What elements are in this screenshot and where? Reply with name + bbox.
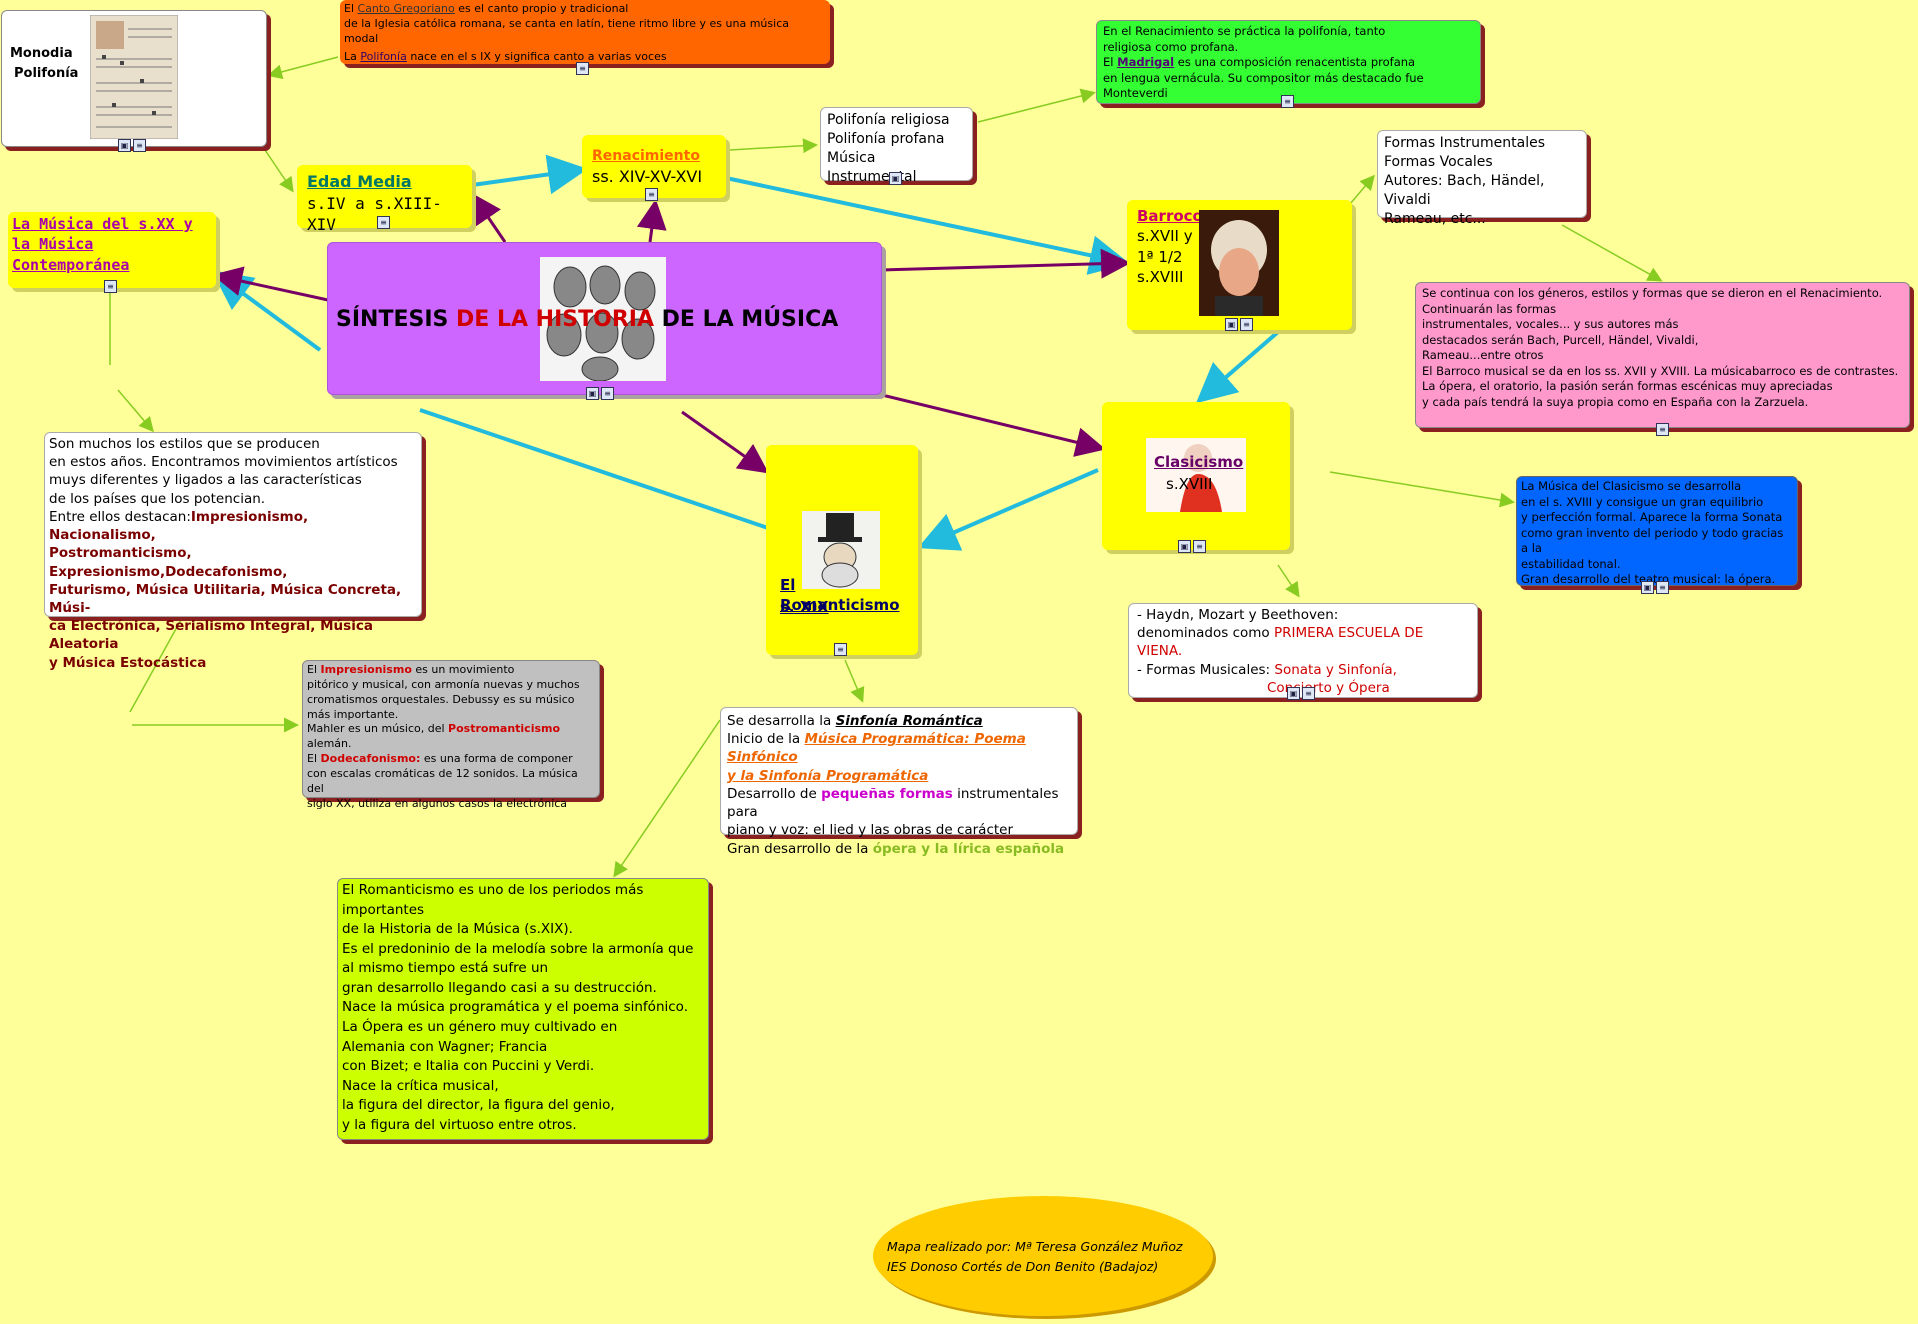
arrow-edad-to-renac [472, 170, 580, 185]
bach-portrait-image [1199, 210, 1279, 316]
arrow-central-to-clasic [882, 395, 1100, 448]
image-icon[interactable]: ▣ [1287, 687, 1300, 700]
renacimiento-title[interactable]: Renacimiento [592, 147, 716, 166]
image-icon[interactable]: ▣ [1641, 581, 1654, 594]
monodia-label: Monodia [10, 45, 73, 63]
romanticismo-node[interactable]: El Romanticismo s. XIX ≡ [766, 445, 918, 655]
sxx-title-line1[interactable]: La Música del s.XX y [12, 214, 212, 234]
clasicismo-node[interactable]: Clasicismo s.XVIII ▣≡ [1102, 402, 1290, 550]
credits-ellipse: Mapa realizado por: Mª Teresa González M… [873, 1196, 1213, 1316]
image-icon[interactable]: ▣ [118, 139, 131, 152]
romanticismo-dates: s. XIX [780, 597, 829, 617]
barroco-note[interactable]: Se continua con los géneros, estilos y f… [1415, 282, 1910, 428]
list-item: Formas Vocales [1384, 153, 1580, 172]
polifonia-list-node[interactable]: Polifonía religiosa Polifonía profana Mú… [820, 107, 973, 181]
gregorian-manuscript-image [90, 15, 178, 139]
sxx-title-line2[interactable]: la Música Contemporánea [12, 234, 212, 275]
estilos-node[interactable]: Son muchos los estilos que se producen e… [44, 432, 422, 617]
note-icon[interactable]: ≡ [104, 280, 117, 293]
list-item: Formas Instrumentales [1384, 134, 1580, 153]
list-item: Polifonía religiosa [827, 111, 966, 130]
clasicismo-note[interactable]: La Música del Clasicismo se desarrolla e… [1516, 476, 1798, 586]
sinfonia-node[interactable]: Se desarrolla la Sinfonía Romántica Inic… [720, 707, 1078, 835]
edad-media-dates: s.IV a s.XIII-XIV [307, 193, 462, 236]
note-icon[interactable]: ≡ [601, 387, 614, 400]
note-icon[interactable]: ≡ [1656, 581, 1669, 594]
impresionismo-note[interactable]: El Impresionismo es un movimiento pitóri… [302, 660, 600, 798]
arrow-central-to-renac [650, 205, 655, 242]
formas-node[interactable]: Formas Instrumentales Formas Vocales Aut… [1377, 130, 1587, 218]
central-title: SÍNTESIS DE LA HISTORIA DE LA MÚSICA [336, 305, 838, 335]
sxx-node[interactable]: La Música del s.XX y la Música Contempor… [8, 212, 216, 288]
arrow-clasic-to-romant [925, 470, 1098, 545]
arrow-central-to-romant [682, 412, 764, 470]
credits-school: IES Donoso Cortés de Don Benito (Badajoz… [887, 1258, 1158, 1277]
note-icon[interactable]: ≡ [1240, 318, 1253, 331]
renacimiento-node[interactable]: Renacimiento ss. XIV-XV-XVI ≡ [582, 135, 726, 198]
arrow-barroco-to-clasic [1202, 332, 1278, 398]
haydn-node[interactable]: - Haydn, Mozart y Beethoven: denominados… [1128, 603, 1478, 698]
arrow-romant-to-sxx [420, 410, 768, 528]
note-icon[interactable]: ≡ [1193, 540, 1206, 553]
clasicismo-title[interactable]: Clasicismo [1154, 452, 1243, 472]
note-icon[interactable]: ≡ [377, 216, 390, 229]
edad-media-node[interactable]: Edad Media s.IV a s.XIII-XIV ≡ [297, 165, 472, 228]
note-icon[interactable]: ≡ [834, 643, 847, 656]
romanticismo-note[interactable]: El Romanticismo es uno de los periodos m… [337, 878, 709, 1140]
canto-gregoriano-link[interactable]: Canto Gregoriano [358, 2, 455, 15]
polifonia-link[interactable]: Polifonía [360, 50, 406, 63]
note-icon[interactable]: ≡ [645, 188, 658, 201]
edad-media-title[interactable]: Edad Media [307, 171, 462, 193]
image-icon[interactable]: ▣ [1225, 318, 1238, 331]
list-item: Rameau, etc... [1384, 210, 1580, 229]
image-icon[interactable]: ▣ [1178, 540, 1191, 553]
image-icon[interactable]: ▣ [586, 387, 599, 400]
gregoriano-note[interactable]: El Canto Gregoriano es el canto propio y… [340, 0, 830, 64]
note-icon[interactable]: ≡ [1302, 687, 1315, 700]
note-icon[interactable]: ≡ [133, 139, 146, 152]
monodia-node[interactable]: Monodia Polifonía ▣≡ [1, 10, 267, 147]
polifonia-label: Polifonía [14, 65, 78, 83]
renacimiento-dates: ss. XIV-XV-XVI [592, 166, 716, 188]
note-icon[interactable]: ≡ [576, 62, 589, 75]
arrow-central-to-edad [475, 198, 505, 242]
note-icon[interactable]: ≡ [1281, 95, 1294, 108]
note-icon[interactable]: ≡ [1656, 423, 1669, 436]
image-icon[interactable]: ▣ [889, 172, 902, 185]
clasicismo-dates: s.XVIII [1166, 474, 1212, 494]
arrow-central-to-barroco [882, 263, 1125, 270]
list-item: Autores: Bach, Händel, Vivaldi [1384, 172, 1580, 210]
barroco-node[interactable]: Barroco s.XVII y 1ª 1/2 s.XVIII ▣≡ [1127, 200, 1352, 330]
renacimiento-note[interactable]: En el Renacimiento se práctica la polifo… [1096, 20, 1481, 104]
madrigal-link[interactable]: Madrigal [1117, 55, 1174, 69]
list-item: Polifonía profana [827, 130, 966, 149]
sinfonia-romantica-link[interactable]: Sinfonía Romántica [836, 713, 983, 729]
credits-author: Mapa realizado por: Mª Teresa González M… [887, 1238, 1183, 1257]
central-topic[interactable]: SÍNTESIS DE LA HISTORIA DE LA MÚSICA ▣≡ [327, 242, 882, 395]
